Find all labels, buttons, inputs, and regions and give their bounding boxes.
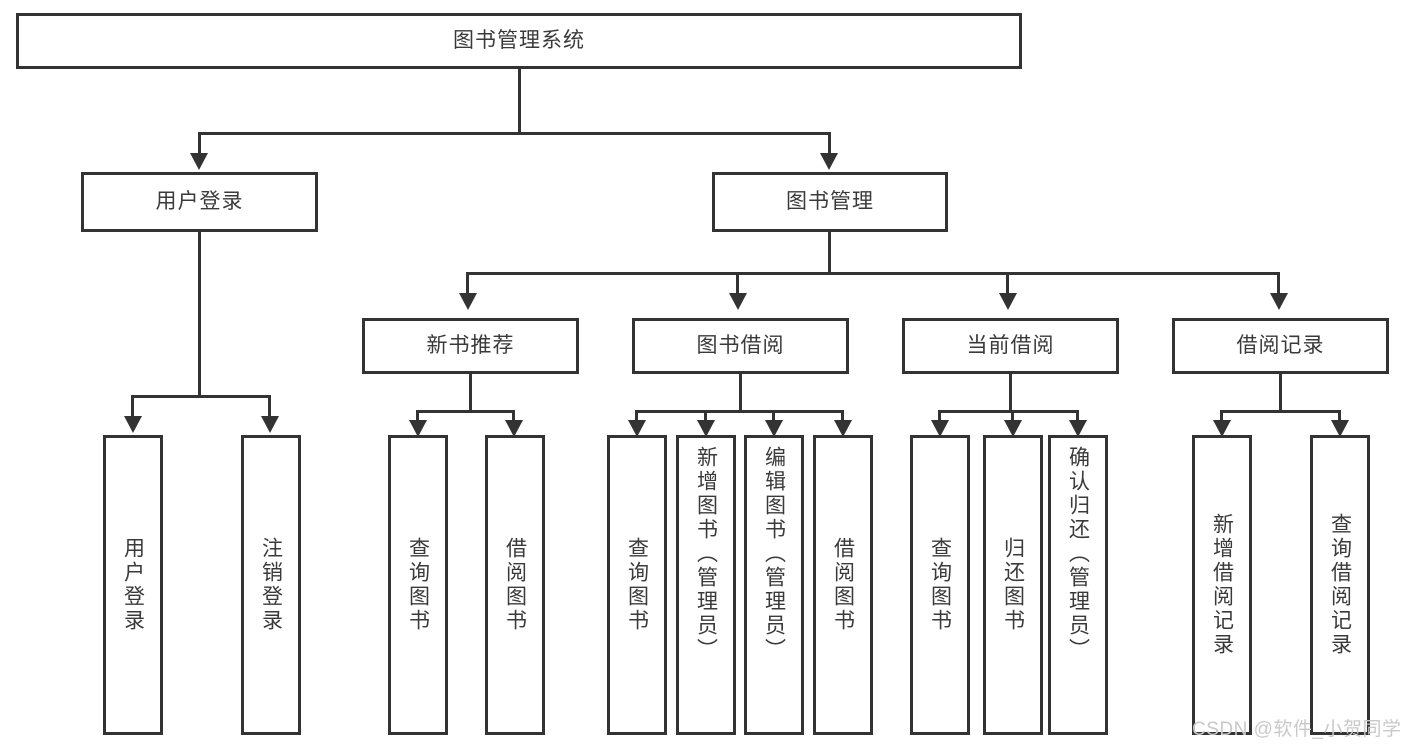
leaf-brw-edit-book[interactable]: 编辑图书（管理员）: [744, 435, 804, 735]
csdn-watermark: CSDN @软件_小贺同学: [1192, 719, 1402, 740]
node-root-system[interactable]: 图书管理系统: [16, 13, 1022, 69]
leaf-rec-query-record[interactable]: 查询借阅记录: [1310, 435, 1370, 735]
arrow-current-borrow-leaf-3: [1069, 420, 1087, 437]
leaf-user-login[interactable]: 用户登录: [103, 435, 163, 735]
edge-book-borrow-drop-4: [841, 410, 844, 424]
leaf-rec-query-book[interactable]: 查询图书: [388, 435, 448, 735]
edge-current-borrow-bus: [938, 410, 1078, 413]
leaf-label: 归还图书: [1001, 537, 1025, 633]
arrow-book-borrow-leaf-3: [765, 420, 783, 437]
edge-user-login-stem: [198, 232, 201, 395]
edge-book-manage-drop-1: [466, 272, 469, 295]
node-label: 图书管理系统: [453, 28, 585, 52]
edge-borrow-record-bus: [1220, 410, 1341, 413]
arrow-book-manage-child-4: [1270, 293, 1288, 310]
node-borrow-record[interactable]: 借阅记录: [1172, 318, 1389, 374]
arrow-new-book-rec-leaf-2: [505, 420, 523, 437]
leaf-brw-query-book[interactable]: 查询图书: [607, 435, 667, 735]
node-label: 用户登录: [155, 189, 244, 213]
leaf-rec-add-record[interactable]: 新增借阅记录: [1192, 435, 1252, 735]
arrow-current-borrow-leaf-1: [931, 420, 949, 437]
leaf-label: 用户登录: [121, 537, 145, 633]
leaf-label: 查询借阅记录: [1328, 513, 1352, 657]
edge-book-borrow-drop-2: [704, 410, 707, 424]
leaf-brw-add-book[interactable]: 新增图书（管理员）: [676, 435, 736, 735]
leaf-label: 新增借阅记录: [1210, 513, 1234, 657]
edge-book-manage-drop-4: [1277, 272, 1280, 295]
leaf-label: 查询图书: [625, 537, 649, 633]
edge-new-book-rec-drop-2: [512, 410, 515, 424]
edge-current-borrow-drop-1: [938, 410, 941, 424]
arrow-book-borrow-leaf-1: [628, 420, 646, 437]
arrow-book-borrow-leaf-4: [834, 420, 852, 437]
arrow-user-login-leaf-2: [261, 416, 279, 433]
edge-borrow-record-stem: [1279, 374, 1282, 410]
arrow-root-to-user-login: [190, 153, 208, 170]
edge-current-borrow-drop-3: [1076, 410, 1079, 424]
edge-book-manage-bus: [466, 272, 1280, 275]
edge-user-login-bus: [131, 395, 271, 398]
leaf-logout[interactable]: 注销登录: [241, 435, 301, 735]
arrow-book-borrow-leaf-2: [697, 420, 715, 437]
edge-root-stem: [518, 69, 521, 132]
edge-user-login-drop-1: [131, 395, 134, 418]
arrow-book-manage-child-3: [999, 293, 1017, 310]
node-user-login[interactable]: 用户登录: [81, 172, 318, 232]
edge-book-manage-drop-2: [736, 272, 739, 295]
edge-current-borrow-drop-2: [1011, 410, 1014, 424]
node-label: 当前借阅: [966, 333, 1055, 357]
node-label: 借阅记录: [1236, 333, 1325, 357]
edge-borrow-record-drop-1: [1220, 410, 1223, 424]
node-label: 新书推荐: [426, 333, 515, 357]
leaf-cur-query-book[interactable]: 查询图书: [910, 435, 970, 735]
leaf-label: 借阅图书: [831, 537, 855, 633]
edge-book-borrow-bus: [635, 410, 843, 413]
edge-root-bus: [198, 132, 830, 135]
node-current-borrow[interactable]: 当前借阅: [902, 318, 1119, 374]
node-label: 图书借阅: [696, 333, 785, 357]
leaf-label: 注销登录: [259, 537, 283, 633]
leaf-label: 查询图书: [928, 537, 952, 633]
edge-root-to-book-manage: [828, 132, 831, 155]
leaf-label: 查询图书: [406, 537, 430, 633]
arrow-borrow-record-leaf-1: [1213, 420, 1231, 437]
node-label: 图书管理: [786, 189, 874, 213]
arrow-book-manage-child-2: [729, 293, 747, 310]
arrow-new-book-rec-leaf-1: [409, 420, 427, 437]
edge-book-manage-stem: [828, 232, 831, 272]
leaf-label: 编辑图书（管理员）: [762, 446, 786, 662]
edge-user-login-drop-2: [268, 395, 271, 418]
leaf-cur-confirm-return[interactable]: 确认归还（管理员）: [1048, 435, 1108, 735]
edge-new-book-rec-bus: [416, 410, 515, 413]
arrow-user-login-leaf-1: [124, 416, 142, 433]
arrow-borrow-record-leaf-2: [1331, 420, 1349, 437]
node-new-book-rec[interactable]: 新书推荐: [362, 318, 579, 374]
leaf-label: 新增图书（管理员）: [694, 446, 718, 662]
leaf-brw-borrow-book[interactable]: 借阅图书: [813, 435, 873, 735]
edge-book-manage-drop-3: [1006, 272, 1009, 295]
leaf-cur-return-book[interactable]: 归还图书: [983, 435, 1043, 735]
edge-root-to-user-login: [198, 132, 201, 155]
arrow-current-borrow-leaf-2: [1004, 420, 1022, 437]
leaf-rec-borrow-book[interactable]: 借阅图书: [485, 435, 545, 735]
edge-book-borrow-drop-1: [635, 410, 638, 424]
arrow-root-to-book-manage: [820, 153, 838, 170]
edge-borrow-record-drop-2: [1338, 410, 1341, 424]
edge-book-borrow-drop-3: [772, 410, 775, 424]
edge-new-book-rec-drop-1: [416, 410, 419, 424]
leaf-label: 确认归还（管理员）: [1066, 446, 1090, 662]
arrow-book-manage-child-1: [459, 293, 477, 310]
node-book-borrow[interactable]: 图书借阅: [632, 318, 849, 374]
edge-current-borrow-stem: [1009, 374, 1012, 410]
edge-book-borrow-stem: [739, 374, 742, 410]
leaf-label: 借阅图书: [503, 537, 527, 633]
edge-new-book-rec-stem: [469, 374, 472, 410]
node-book-manage[interactable]: 图书管理: [712, 172, 948, 232]
